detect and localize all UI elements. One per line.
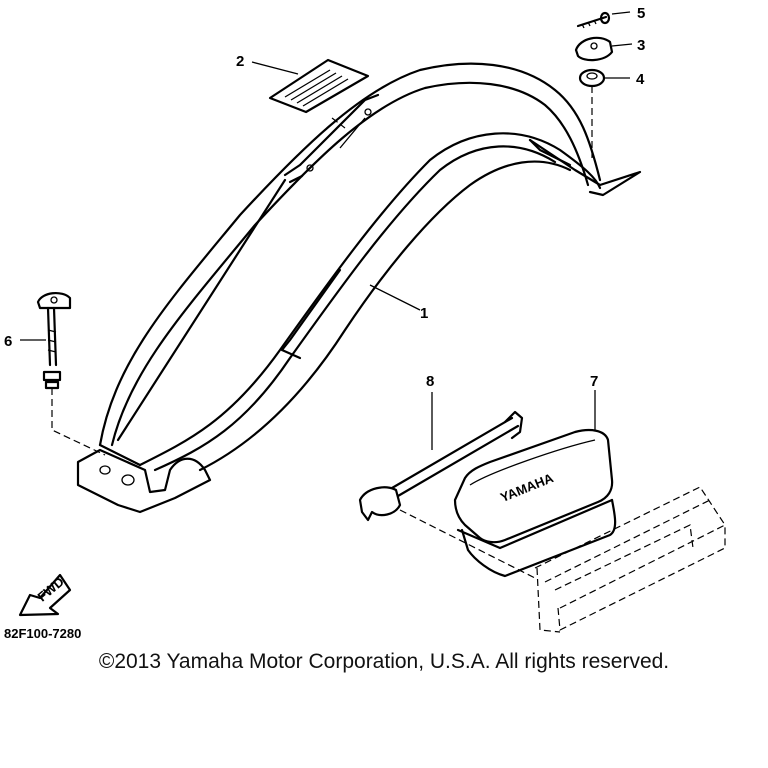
tool-box-holder <box>534 486 726 633</box>
diagram-code: 82F100-7280 <box>4 626 81 641</box>
box-lettering: YAMAHA <box>498 470 556 505</box>
tool-box-part: YAMAHA <box>453 429 617 578</box>
fwd-arrow-icon: FWD <box>18 574 72 617</box>
copyright-notice: ©2013 Yamaha Motor Corporation, U.S.A. A… <box>98 650 670 673</box>
callout-3: 3 <box>637 37 645 54</box>
emblem-plate-part <box>268 58 370 129</box>
callout-6: 6 <box>4 333 12 350</box>
callout-2: 2 <box>236 53 244 70</box>
fender-part <box>76 62 642 514</box>
callout-5: 5 <box>637 5 645 22</box>
callout-8: 8 <box>426 373 434 390</box>
callout-7: 7 <box>590 373 598 390</box>
fastener-stack <box>574 11 614 158</box>
leader-lines <box>20 11 633 450</box>
callout-4: 4 <box>636 71 645 88</box>
callout-1: 1 <box>420 305 428 322</box>
strap-part <box>358 410 536 579</box>
bolt-assembly-part <box>36 292 106 456</box>
